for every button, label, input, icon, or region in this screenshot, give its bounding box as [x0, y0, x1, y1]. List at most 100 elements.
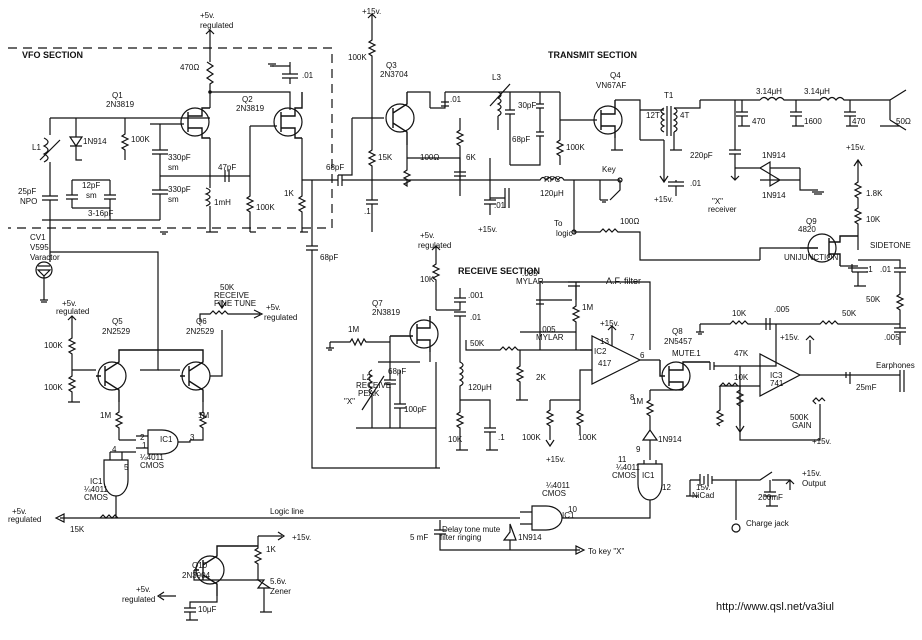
component-label: .1 [364, 207, 371, 216]
component-label: .1 [694, 349, 701, 358]
component-label: 10K [732, 309, 747, 318]
component-label: L3 [492, 73, 501, 82]
component-label: 8 [630, 393, 635, 402]
component-label: 15K [70, 525, 85, 534]
component-label: 13 [600, 337, 609, 346]
component-label: 100Ω [420, 153, 439, 162]
af-filter-title: A.F. filter [606, 276, 641, 286]
component-label: .01 [302, 71, 314, 80]
component-label: T1 [664, 91, 674, 100]
component-label: 2 [140, 433, 145, 442]
component-label: 1M [100, 411, 111, 420]
component-label: +5v. [266, 303, 281, 312]
component-label: To [554, 219, 563, 228]
component-label: +5v. [420, 231, 435, 240]
component-label: NPO [20, 197, 37, 206]
vfo-section-border [8, 47, 333, 229]
component-label: Q1 [112, 91, 123, 100]
component-label: Zener [270, 587, 291, 596]
component-label: GAIN [792, 421, 812, 430]
component-label: To key "X" [588, 547, 625, 556]
component-label: 1N914 [762, 191, 786, 200]
component-label: Q6 [196, 317, 207, 326]
component-label: +15v. [478, 225, 497, 234]
component-label: 68pF [320, 253, 338, 262]
q8-mute-jfet [661, 361, 691, 391]
q4-mosfet [593, 105, 623, 135]
component-label: ¼4011 [546, 481, 570, 490]
component-label: 470Ω [180, 63, 199, 72]
component-label: Key [602, 165, 616, 174]
component-label: filter ringing [440, 533, 481, 542]
component-label: .1 [498, 433, 505, 442]
component-label: +5v. [62, 299, 77, 308]
component-label: 2N2529 [186, 327, 215, 336]
component-label: 4 [112, 445, 117, 454]
component-label: 4820 [798, 225, 816, 234]
component-label: 10K [866, 215, 881, 224]
component-label: +15v. [600, 319, 619, 328]
component-label: Q5 [112, 317, 123, 326]
component-label: 100K [348, 53, 367, 62]
transmit-section-title: TRANSMIT SECTION [548, 50, 637, 60]
component-label: ¼4011 [84, 485, 108, 494]
component-label: IC1 [90, 477, 103, 486]
component-label: NiCad [692, 491, 714, 500]
component-label: regulated [418, 241, 451, 250]
component-label: .1 [866, 265, 873, 274]
component-label: 1M [348, 325, 359, 334]
component-label: IC3 [770, 371, 783, 380]
component-label: 50K [470, 339, 485, 348]
component-label: 68pF [326, 163, 344, 172]
component-label: 2N3904 [182, 571, 211, 580]
component-label: ¼4011 [140, 453, 164, 462]
source-url: http://www.qsl.net/va3iul [716, 601, 834, 613]
component-label: 15v. [696, 483, 711, 492]
component-label: 50K [866, 295, 881, 304]
component-label: 25mF [856, 383, 877, 392]
component-label: regulated [264, 313, 297, 322]
component-label: 10K [734, 373, 749, 382]
component-label: 100K [256, 203, 275, 212]
component-label: "X" [712, 197, 723, 206]
component-label: +15v. [802, 469, 821, 478]
component-label: 47pF [218, 163, 236, 172]
component-label: 100K [522, 433, 541, 442]
component-label: CMOS [612, 471, 636, 480]
component-label: 12pF [82, 181, 100, 190]
component-label: +15v. [812, 437, 831, 446]
component-label: 5.6v. [270, 577, 287, 586]
component-label: regulated [8, 515, 41, 524]
component-label: +15v. [780, 333, 799, 342]
component-label: 1K [284, 189, 294, 198]
component-label: .005 [774, 305, 790, 314]
component-label: 47K [734, 349, 749, 358]
component-label: +5v. [200, 11, 215, 20]
component-label: MYLAR [536, 333, 564, 342]
component-label: 3 [190, 433, 195, 442]
component-label: 2K [536, 373, 546, 382]
component-label: 100K [44, 341, 63, 350]
component-label: 1N914 [762, 151, 786, 160]
component-label: Q8 [672, 327, 683, 336]
ic2-opamp [591, 335, 642, 385]
component-label: 10K [420, 275, 435, 284]
component-label: 330pF [168, 185, 191, 194]
component-label: FINE TUNE [214, 299, 256, 308]
component-label: 470 [752, 117, 766, 126]
component-label: 50K [220, 283, 235, 292]
component-label: Delay tone mute [442, 525, 501, 534]
component-label: L2 [362, 373, 371, 382]
component-label: Earphones [876, 361, 915, 370]
q7-jfet [409, 319, 439, 349]
component-label: 1M [632, 397, 643, 406]
q2-transistor [273, 107, 303, 137]
component-label: CMOS [140, 461, 164, 470]
component-label: +5v. [136, 585, 151, 594]
component-label: 3.14μH [804, 87, 830, 96]
component-label: 6 [640, 351, 645, 360]
component-label: 11 [618, 455, 627, 464]
component-label: 330pF [168, 153, 191, 162]
component-label: 10K [448, 435, 463, 444]
